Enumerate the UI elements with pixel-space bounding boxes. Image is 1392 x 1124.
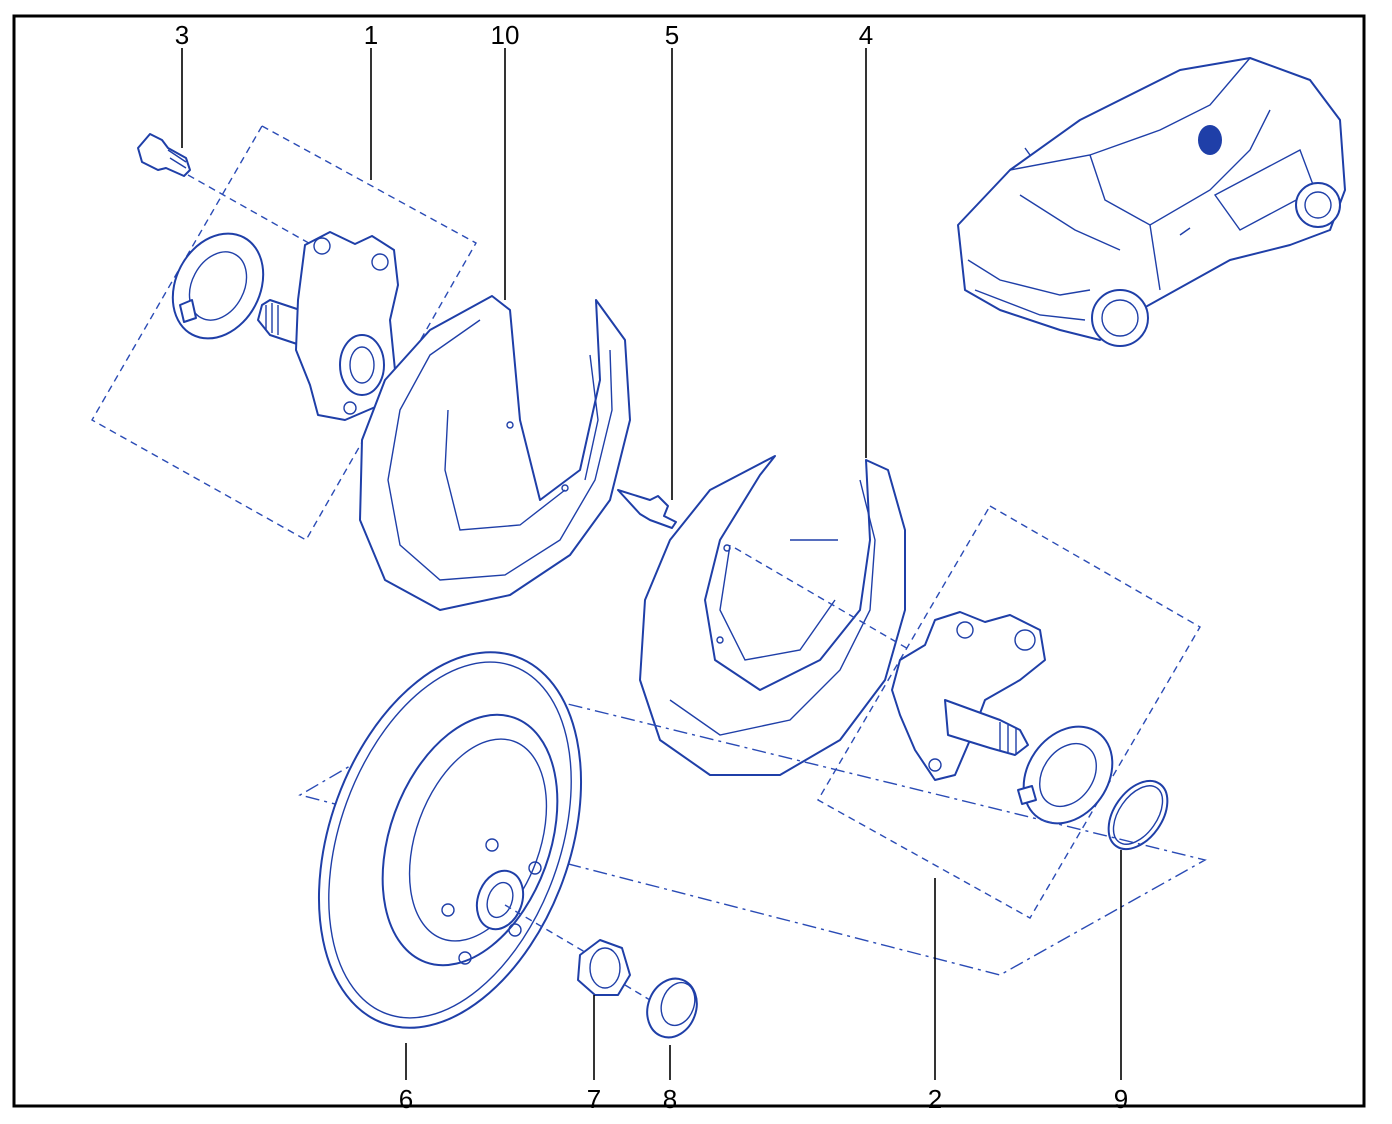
circlip-icon <box>1107 779 1169 851</box>
hub-nut-icon <box>577 939 631 996</box>
stub-axle-carrier-left-icon <box>257 231 399 421</box>
callout-10: 10 <box>491 20 520 50</box>
seal-left-icon <box>171 232 265 340</box>
callout-1: 1 <box>364 20 378 50</box>
callout-5: 5 <box>665 20 679 50</box>
callout-leaders <box>181 48 1122 1080</box>
seal-right-icon <box>1017 725 1114 825</box>
callout-3: 3 <box>175 20 189 50</box>
callout-8: 8 <box>663 1084 677 1114</box>
stub-axle-carrier-right-icon <box>891 611 1046 781</box>
callout-4: 4 <box>859 20 873 50</box>
assembly-1-outline <box>91 125 477 541</box>
callout-2: 2 <box>928 1084 942 1114</box>
car-thumbnail-icon <box>957 57 1346 347</box>
dust-cap-icon <box>646 977 698 1039</box>
diagram-frame <box>12 14 1366 1108</box>
bolt-icon <box>137 133 191 177</box>
callout-6: 6 <box>399 1084 413 1114</box>
backing-plate-left-icon <box>359 295 631 611</box>
rivet-icon <box>617 489 677 529</box>
brake-disc-icon <box>317 651 583 1029</box>
assembly-2-outline <box>817 505 1201 919</box>
callout-7: 7 <box>587 1084 601 1114</box>
backing-plate-right-icon <box>639 455 906 776</box>
callout-9: 9 <box>1114 1084 1128 1114</box>
